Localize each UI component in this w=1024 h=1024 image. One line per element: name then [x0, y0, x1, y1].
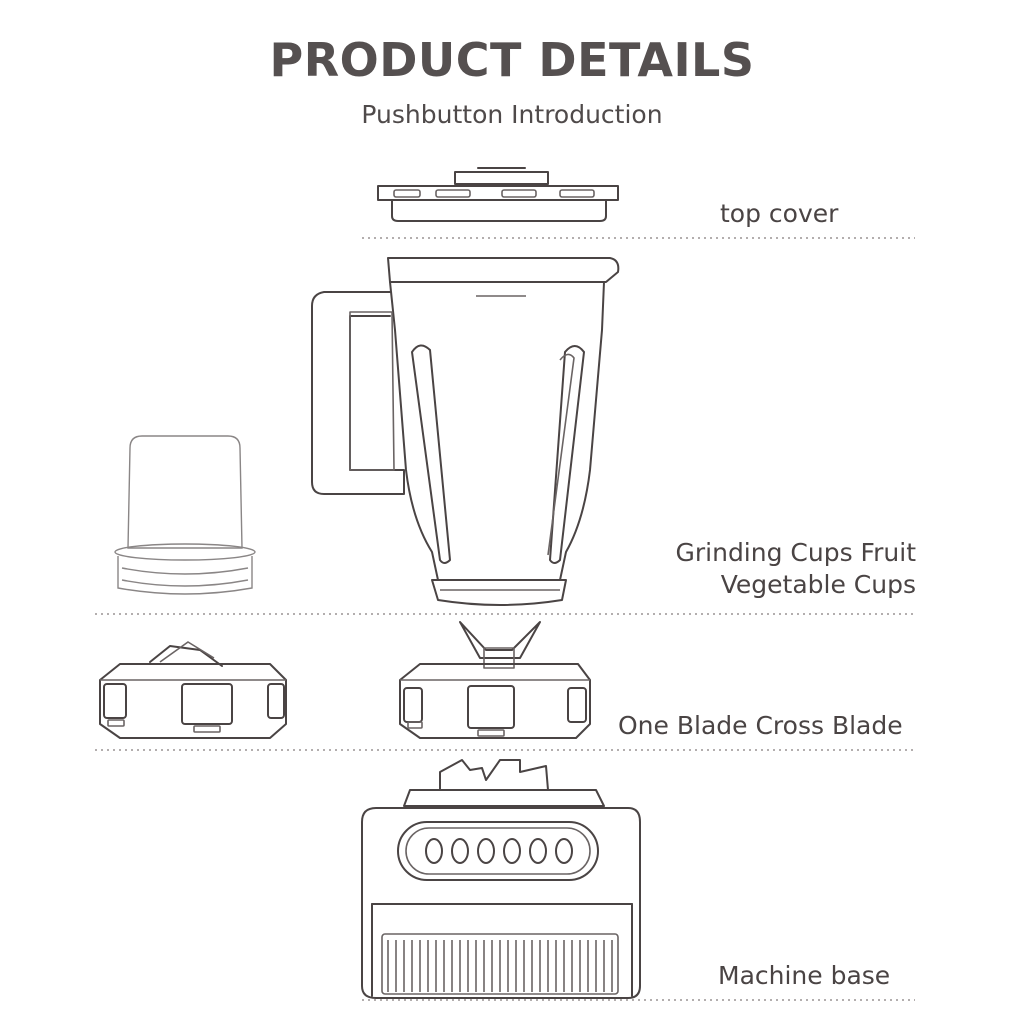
label-grinding-cups: Grinding Cups Fruit Vegetable Cups	[676, 537, 917, 601]
label-grinding-cups-line1: Grinding Cups Fruit	[675, 538, 917, 567]
label-machine-base: Machine base	[718, 961, 891, 990]
label-grinding-cups-line2: Vegetable Cups	[720, 570, 916, 599]
machine-base-drawing	[361, 759, 641, 999]
blender-jar-drawing	[311, 257, 620, 606]
top-cover-drawing	[377, 167, 619, 222]
one-blade-drawing	[99, 641, 287, 739]
grinding-cup-drawing	[114, 435, 256, 595]
page-title: PRODUCT DETAILS	[269, 33, 755, 87]
label-top-cover: top cover	[720, 199, 839, 228]
page-subtitle: Pushbutton Introduction	[361, 100, 663, 129]
label-blade: One Blade Cross Blade	[618, 711, 903, 740]
base-grille	[387, 940, 613, 992]
cross-blade-drawing	[399, 621, 591, 739]
